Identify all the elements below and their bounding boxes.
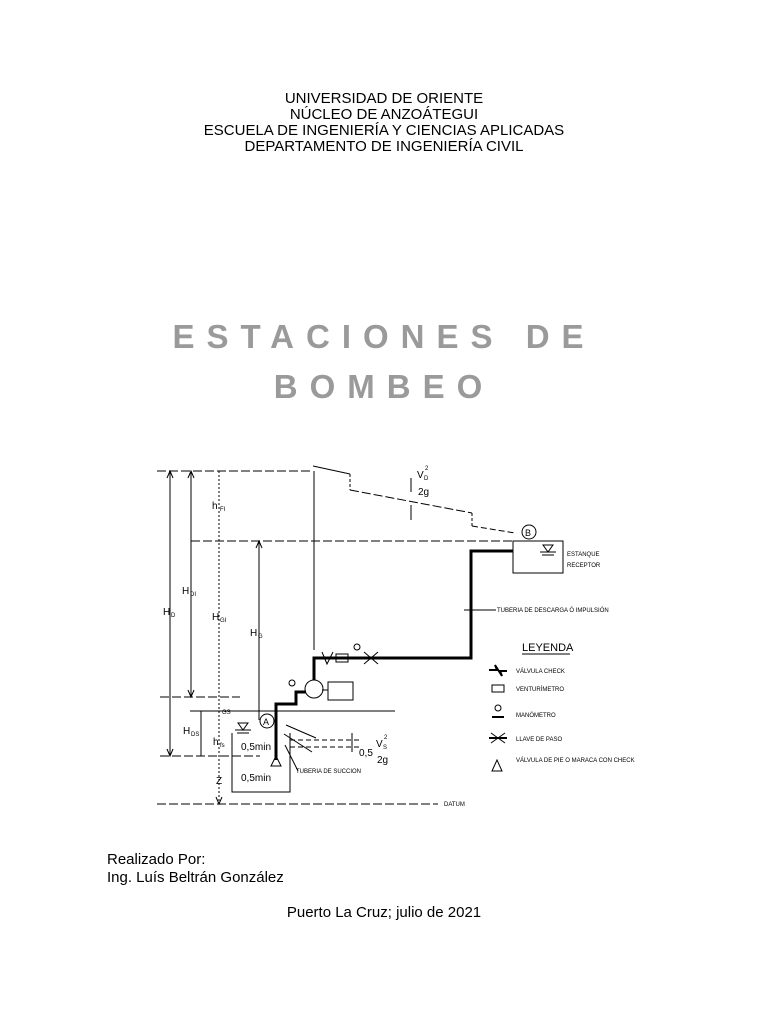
velocity-s-coef: 0,5 — [359, 748, 373, 759]
velocity-s-num: V — [376, 739, 383, 750]
hgs-sub: GS — [222, 710, 231, 716]
velocity-d-sub: D — [424, 476, 429, 482]
document-title-line-1: ESTACIONES DE — [172, 318, 596, 355]
place-date: Puerto La Cruz; julio de 2021 — [286, 904, 482, 921]
tank-label-1: ESTANQUE — [567, 552, 600, 558]
point-a-label: A — [263, 717, 269, 727]
campus-name: NÚCLEO DE ANZOÁTEGUI — [289, 106, 479, 123]
hd-sub: D — [171, 613, 176, 619]
point-b-label: B — [525, 528, 531, 538]
author-name: Ing. Luís Beltrán González — [107, 869, 284, 886]
velocity-d-den: 2g — [418, 487, 429, 498]
university-name: UNIVERSIDAD DE ORIENTE — [284, 90, 484, 107]
datum-label: DATUM — [444, 802, 465, 808]
hdi-label: H — [182, 586, 189, 597]
hfs-sub: fs — [220, 743, 225, 749]
hfi-label: h — [212, 501, 218, 512]
tank-label-2: RECEPTOR — [567, 563, 601, 569]
hfi-sub: FI — [220, 507, 226, 513]
min-label-2: 0,5min — [241, 773, 271, 784]
velocity-s-sub: S — [383, 745, 387, 751]
document-title-line-2: BOMBEO — [273, 368, 495, 405]
pumping-station-diagram: h FI H DI H D H GI H G GS H DS h fs Z 0,… — [157, 465, 635, 808]
legend-item-gate-valve: LLAVE DE PASO — [516, 737, 562, 743]
hds-label: H — [183, 726, 190, 737]
hgi-sub: GI — [220, 618, 227, 624]
hgi-label: H — [212, 612, 219, 623]
hg-sub: G — [258, 634, 263, 640]
legend-item-manometer: MANÓMETRO — [516, 712, 556, 719]
institution-header: UNIVERSIDAD DE ORIENTE NÚCLEO DE ANZOÁTE… — [0, 91, 768, 155]
suction-pipe-label: TUBERIA DE SUCCION — [296, 769, 361, 775]
school-name: ESCUELA DE INGENIERÍA Y CIENCIAS APLICAD… — [203, 122, 565, 139]
legend-item-venturi: VENTURÍMETRO — [516, 686, 564, 693]
hg-label: H — [250, 628, 257, 639]
velocity-s-den: 2g — [377, 755, 388, 766]
discharge-pipe-label: TUBERIA DE DESCARGA Ó IMPULSIÓN — [497, 607, 609, 614]
min-label-1: 0,5min — [241, 742, 271, 753]
legend-item-foot-valve: VÁLVULA DE PIE O MARACA CON CHECK — [516, 757, 635, 764]
hdi-sub: DI — [190, 592, 196, 598]
velocity-s-sup: 2 — [384, 735, 388, 741]
velocity-d-num: V — [417, 470, 424, 481]
hd-label: H — [163, 607, 170, 618]
velocity-d-sup: 2 — [425, 466, 429, 472]
department-name: DEPARTAMENTO DE INGENIERÍA CIVIL — [244, 138, 524, 155]
author-label: Realizado Por: — [107, 851, 206, 868]
legend-title: LEYENDA — [522, 642, 574, 654]
hds-sub: DS — [191, 732, 199, 738]
z-label: Z — [216, 776, 222, 787]
legend-item-check: VÁLVULA CHECK — [516, 668, 565, 675]
hfs-label: h — [213, 737, 219, 748]
author-block: Realizado Por: Ing. Luís Beltrán Gonzále… — [107, 851, 284, 887]
